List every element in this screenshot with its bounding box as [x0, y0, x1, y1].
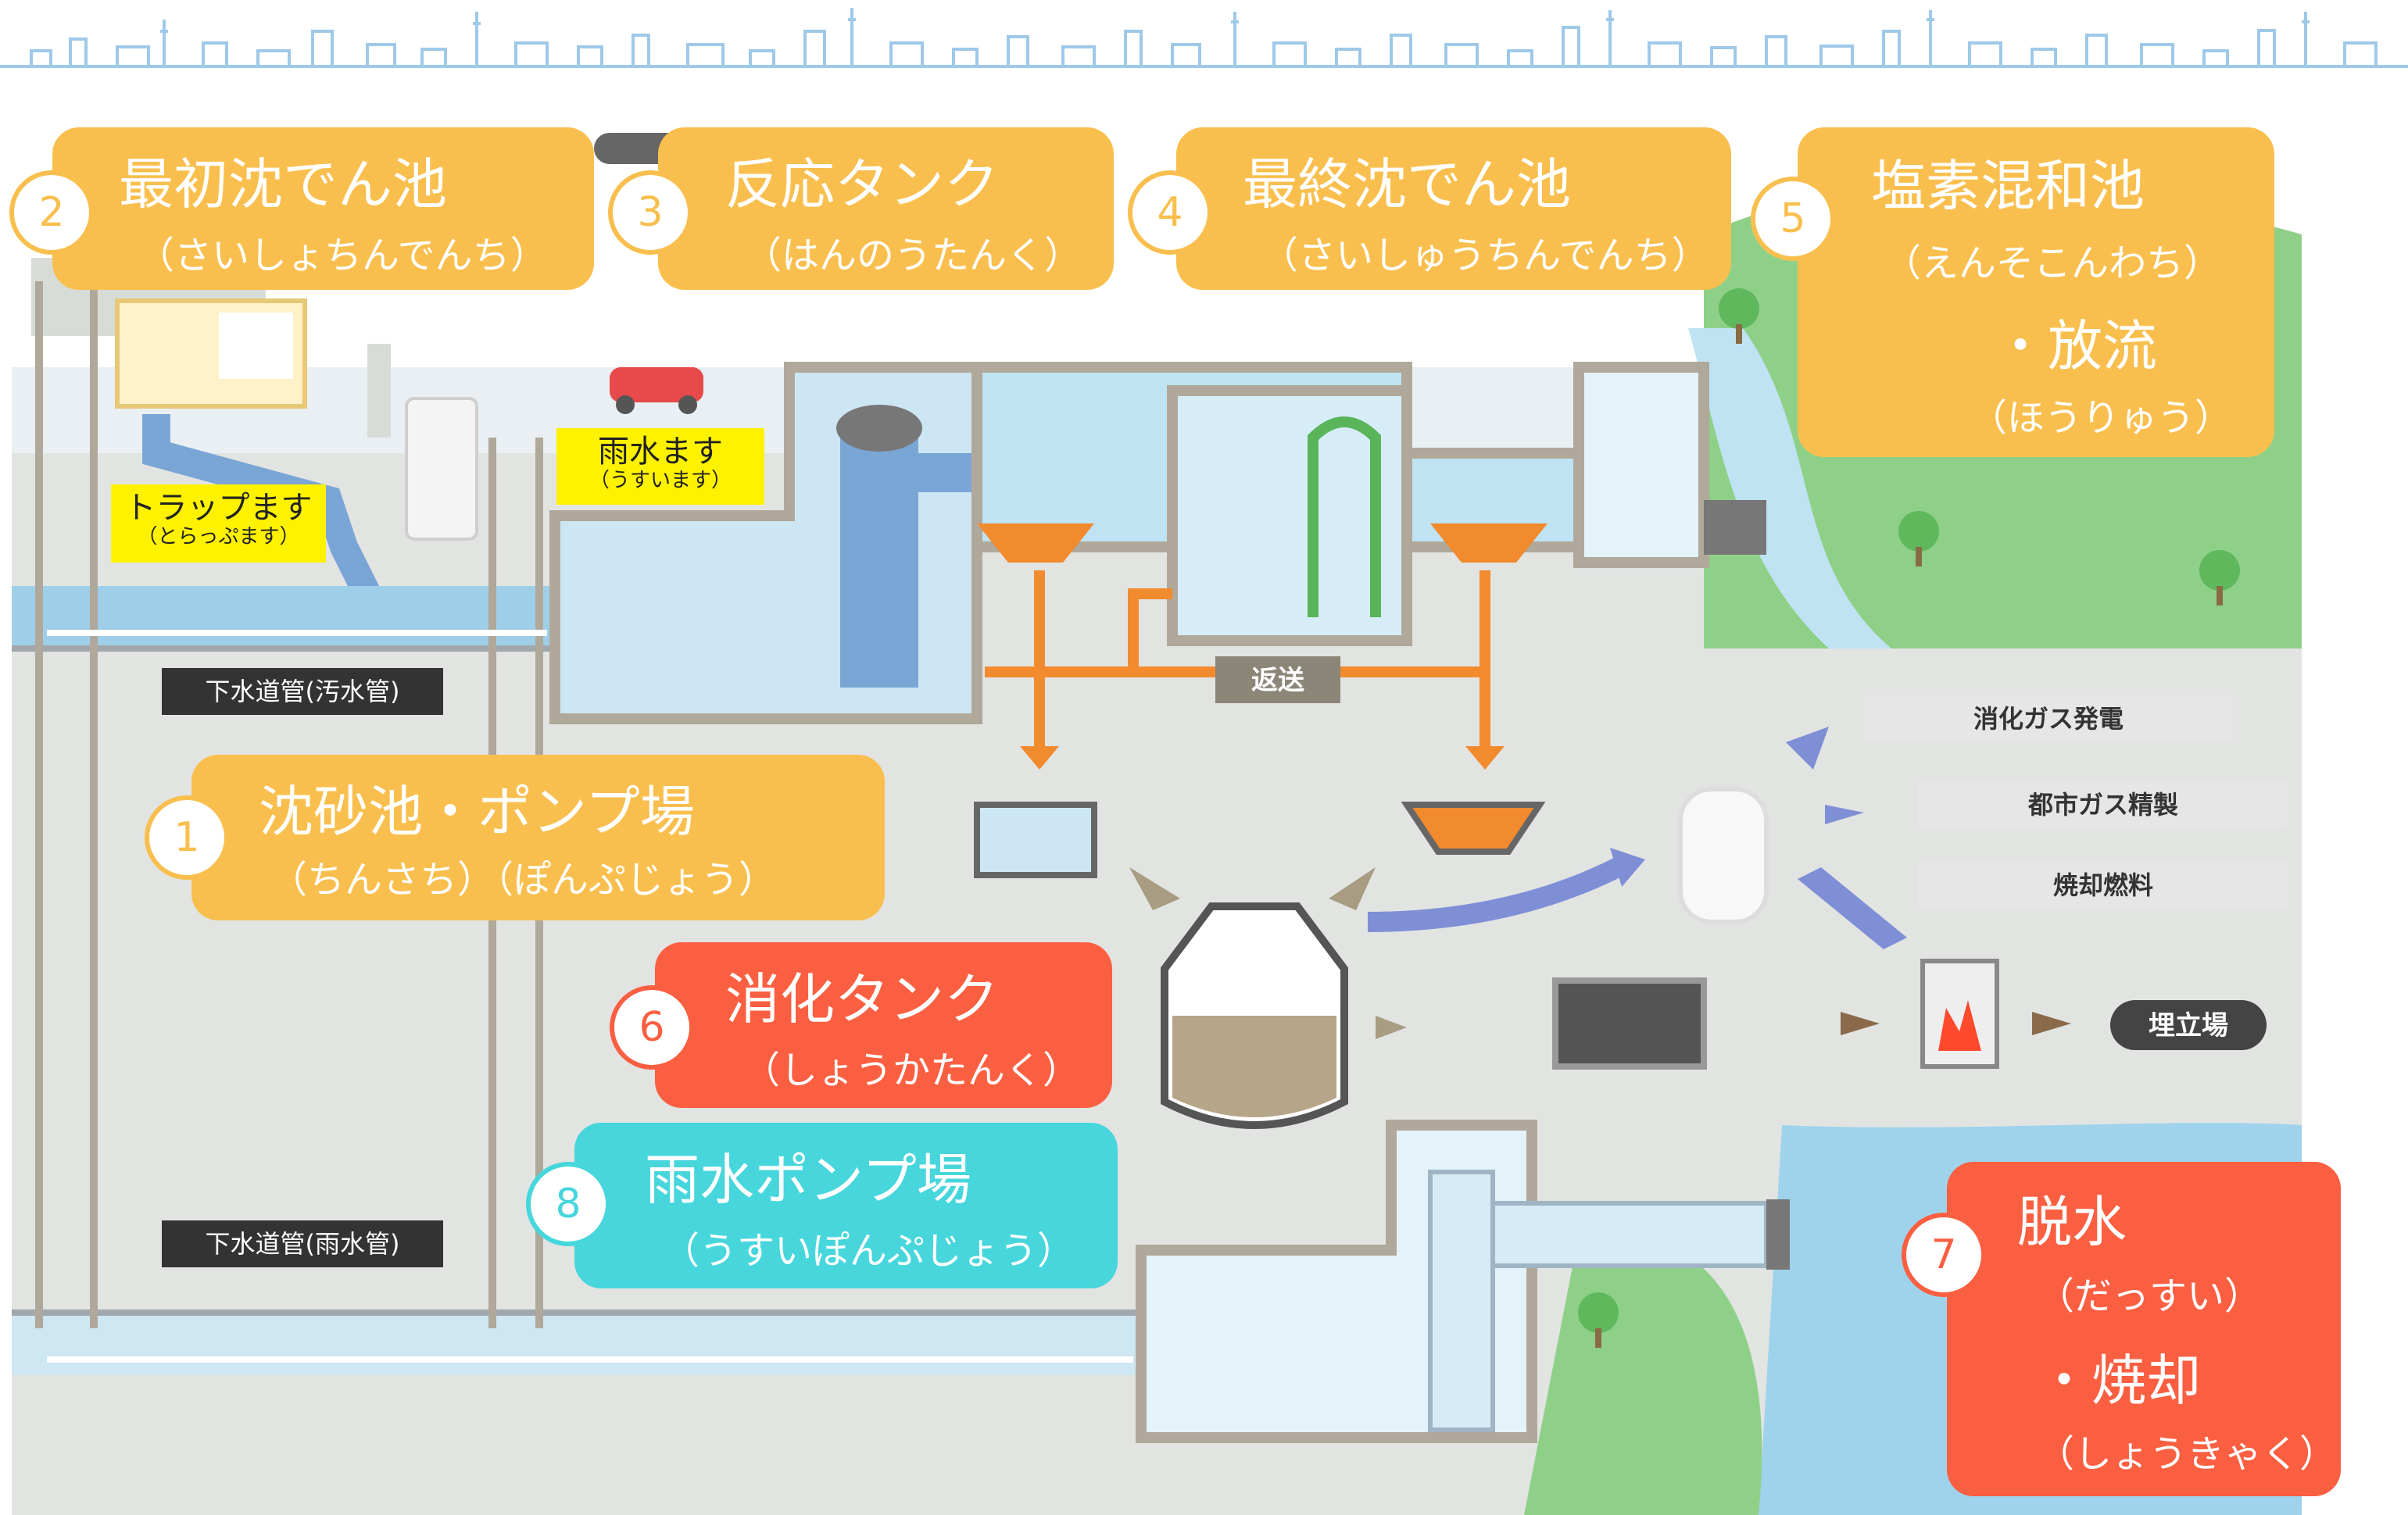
callout-title: 反応タンク	[725, 152, 999, 216]
outfall-pipe	[1704, 500, 1766, 555]
callout-title-2: ・放流	[1993, 314, 2157, 378]
trees	[1578, 288, 2240, 1348]
rain-label: 雨水ます （うすいます）	[556, 428, 764, 505]
callout-title: 最初沈でん池	[119, 152, 447, 216]
storm-outlet	[1490, 1201, 1769, 1268]
dewatering-machine	[1552, 977, 1707, 1070]
sewage-pipe	[12, 586, 559, 649]
callout-4: 4 最終沈でん池 （さいしゅうちんでんち）	[1128, 127, 1731, 290]
gas-holder	[1678, 787, 1769, 924]
storm-outlet-mouth	[1766, 1199, 1790, 1270]
number-badge: 3	[608, 170, 692, 255]
output-gas-power: 消化ガス発電	[1864, 695, 2233, 742]
trap-label: トラップます （とらっぷます）	[111, 484, 326, 563]
callout-1: 1 沈砂池・ポンプ場 （ちんさち）（ぽんぷじょう）	[145, 755, 885, 920]
callout-reading: （さいしょちんでんち）	[137, 234, 548, 277]
return-box	[1215, 656, 1340, 703]
sewage-pipe-label: 下水道管(汚水管)	[162, 668, 443, 715]
number-badge: 7	[1902, 1213, 1986, 1297]
trap-label-main: トラップます	[124, 490, 313, 526]
landfill-pill	[2110, 1000, 2267, 1050]
river	[1688, 328, 1891, 649]
flow-lines	[47, 630, 1133, 1363]
callout-title: 消化タンク	[725, 967, 999, 1031]
pump-column	[840, 430, 918, 688]
callout-reading: （はんのうたんく）	[744, 234, 1082, 277]
thickener-right	[1401, 802, 1546, 855]
sludge-arrows	[1129, 867, 1407, 1039]
callout-reading-2: （しょうきゃく）	[2037, 1432, 2338, 1476]
callout-title-2: ・焼却	[2037, 1349, 2201, 1413]
callout-reading: （ちんさち）（ぽんぷじょう）	[270, 858, 777, 902]
output-fuel: 焼却燃料	[1919, 862, 2288, 909]
number-badge: 6	[610, 985, 694, 1070]
green-pipe	[1308, 416, 1381, 617]
trap-label-sub: （とらっぷます）	[137, 525, 300, 548]
arrow-head	[1465, 746, 1505, 770]
callout-title: 脱水	[2017, 1190, 2127, 1254]
storm-pipe-label: 下水道管(雨水管)	[162, 1220, 443, 1267]
sludge-hopper	[1430, 523, 1547, 563]
callout-title: 塩素混和池	[1871, 154, 2145, 218]
digester-sludge	[1172, 1016, 1336, 1117]
number-badge: 2	[9, 170, 94, 255]
callout-reading: （さいしゅうちんでんち）	[1261, 234, 1709, 277]
callout-5: 5 塩素混和池 （えんそこんわち） ・放流 （ほうりゅう）	[1751, 127, 2274, 457]
callout-reading-2: （ほうりゅう）	[1970, 396, 2233, 440]
number-badge: 5	[1751, 177, 1835, 261]
callout-title: 雨水ポンプ場	[645, 1148, 971, 1212]
callout-reading: （だっすい）	[2037, 1274, 2263, 1318]
output-city-gas: 都市ガス精製	[1919, 781, 2288, 828]
thickener-left	[974, 802, 1097, 878]
landfill-label: 埋立場	[2149, 1010, 2228, 1042]
number-badge: 4	[1128, 170, 1212, 255]
storm-pump-column	[1428, 1170, 1495, 1432]
callout-6: 6 消化タンク （しょうかたんく）	[610, 942, 1112, 1108]
callout-title: 最終沈でん池	[1243, 152, 1571, 216]
callout-8: 8 雨水ポンプ場 （うすいぽんぷじょう）	[526, 1123, 1118, 1288]
house-drain-pipe	[142, 414, 381, 601]
number-badge: 8	[526, 1162, 610, 1246]
fire-icon	[1938, 1000, 1981, 1051]
return-label: 返送	[1251, 665, 1304, 696]
chlorine-tank	[1573, 362, 1709, 568]
brown-arrows	[1841, 1012, 2071, 1035]
rain-label-main: 雨水ます	[598, 434, 723, 470]
callout-7: 7 脱水 （だっすい） ・焼却 （しょうきゃく）	[1902, 1162, 2341, 1496]
pump-cap	[836, 405, 922, 452]
arrow-head	[1610, 848, 1645, 887]
callout-reading: （しょうかたんく）	[742, 1049, 1081, 1092]
storm-pipe	[12, 1313, 1145, 1375]
callout-2: 2 最初沈でん池 （さいしょちんでんち）	[9, 127, 594, 290]
callout-reading: （えんそこんわち）	[1884, 241, 2222, 285]
number-badge: 1	[145, 795, 229, 880]
gas-arrow	[1367, 858, 1623, 932]
output-arrows	[1786, 727, 1907, 949]
callout-title: 沈砂池・ポンプ場	[259, 780, 695, 844]
sludge-hopper	[977, 523, 1094, 563]
arrow-head	[1020, 746, 1059, 770]
rain-label-sub: （うすいます）	[589, 469, 732, 492]
return-flow	[985, 570, 1490, 750]
callout-reading: （うすいぽんぷじょう）	[662, 1229, 1075, 1273]
callout-3: 3 反応タンク （はんのうたんく）	[608, 127, 1114, 290]
skyline	[0, 8, 2408, 68]
